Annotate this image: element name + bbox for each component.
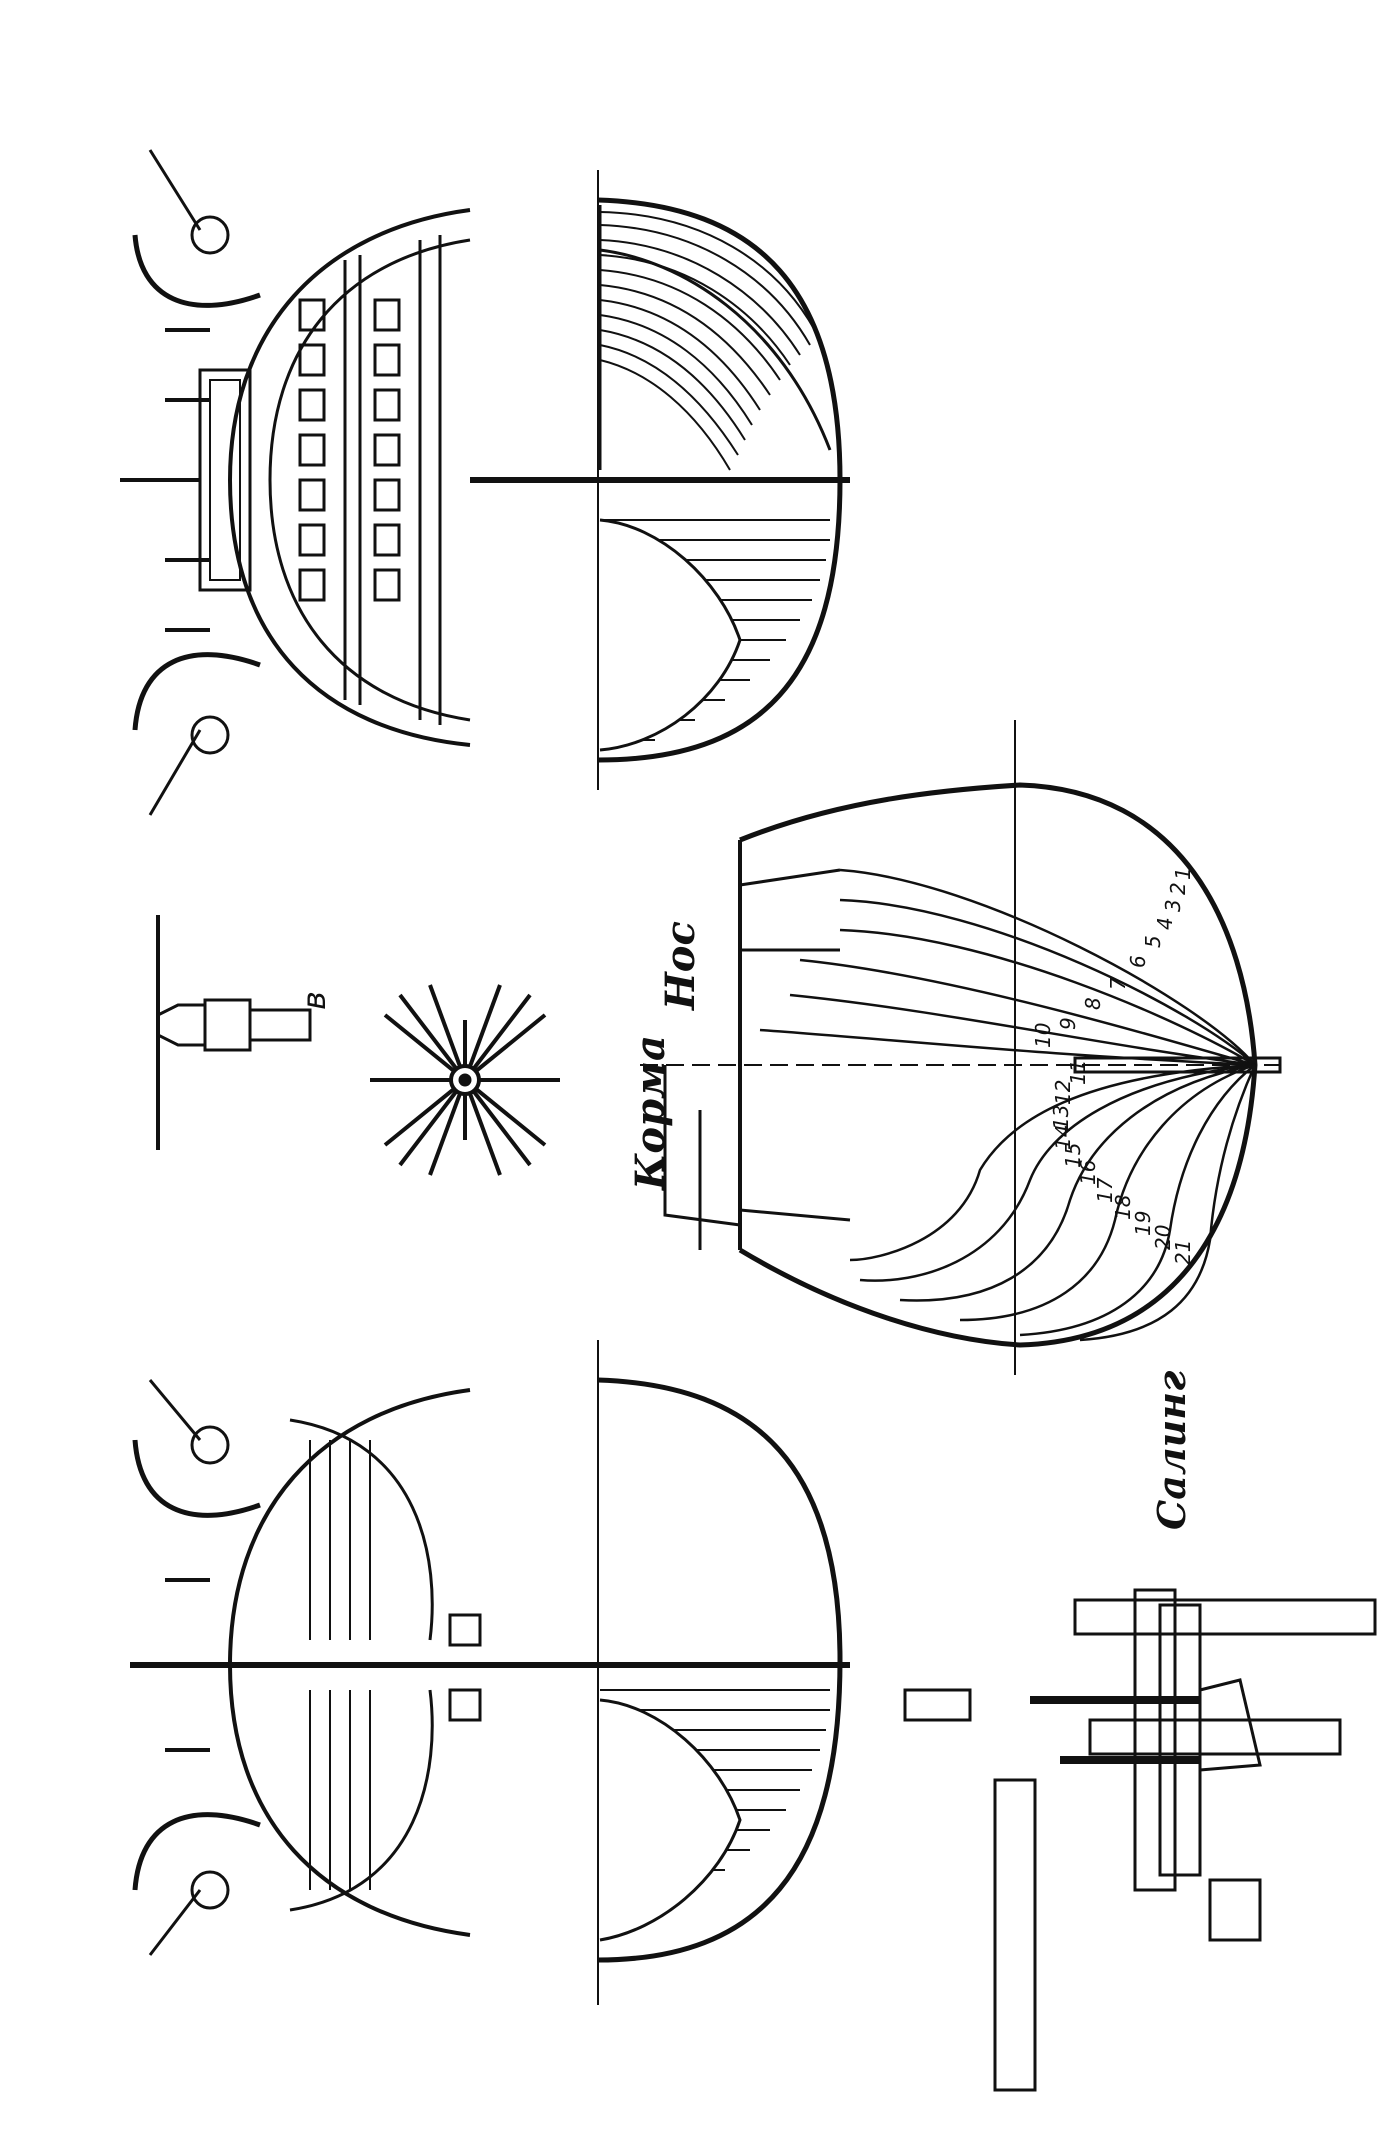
bow-elevation-view [130, 1340, 850, 2005]
crosstrees-label: Салинг [1149, 1371, 1194, 1530]
stern-station-15: 15 [1061, 1143, 1085, 1168]
stern-station-12: 12 [1051, 1080, 1075, 1105]
bow-head-grating [309, 1440, 371, 1890]
stern-station-18: 18 [1111, 1195, 1135, 1220]
lantern-detail [156, 915, 560, 1176]
bow-label: Нос [657, 921, 704, 1011]
bow-station-3: 3 [1161, 899, 1185, 912]
bow-station-5: 5 [1141, 935, 1165, 948]
bow-sections [759, 868, 1256, 1067]
bow-station-2: 2 [1166, 882, 1190, 895]
body-plan-labels: Нос Корма 123456789101112131415161718192… [627, 867, 1195, 1265]
body-plan-view [640, 720, 1282, 1375]
stern-elevation-view [120, 149, 850, 816]
stern-window-rows [298, 298, 401, 602]
bow-station-6: 6 [1126, 955, 1150, 968]
crosstrees-detail [903, 1588, 1377, 2092]
stern-station-13: 13 [1049, 1105, 1073, 1130]
hull-planking-upper [599, 211, 821, 471]
stern-sections [849, 1063, 1257, 1342]
stern-label: Корма [627, 1035, 674, 1191]
stern-station-21: 21 [1171, 1240, 1195, 1265]
bow-station-10: 10 [1031, 1023, 1055, 1048]
bow-station-1: 1 [1171, 867, 1195, 880]
bow-station-4: 4 [1153, 917, 1177, 930]
bow-station-9: 9 [1056, 1017, 1080, 1030]
stern-station-14: 14 [1051, 1125, 1075, 1150]
stern-station-11: 11 [1066, 1060, 1090, 1085]
stern-station-17: 17 [1093, 1177, 1117, 1203]
stern-station-20: 20 [1151, 1225, 1175, 1250]
bow-station-8: 8 [1081, 997, 1105, 1010]
lantern-label: в [295, 991, 333, 1010]
stern-station-19: 19 [1131, 1211, 1155, 1236]
stern-station-16: 16 [1076, 1160, 1100, 1185]
bow-station-7: 7 [1106, 977, 1130, 990]
